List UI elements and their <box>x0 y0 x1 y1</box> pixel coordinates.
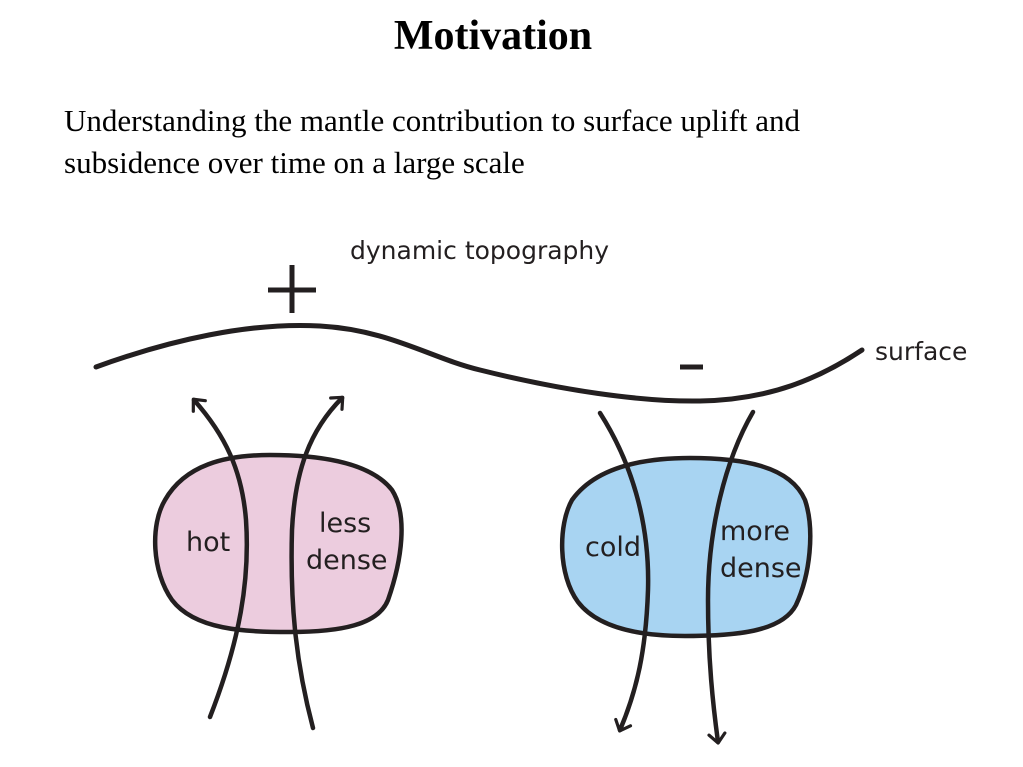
more-label: more <box>720 516 790 547</box>
body-line-1: Understanding the mantle contribution to… <box>64 103 801 138</box>
hot-blob-shape <box>152 452 404 635</box>
hot-upflow-arrow-left <box>191 397 250 720</box>
surface-line <box>93 323 865 404</box>
cold-blob: cold more dense <box>559 409 813 745</box>
body-line-2: subsidence over time on a large scale <box>64 145 525 180</box>
hot-label: hot <box>186 527 230 558</box>
cold-downflow-arrow-left <box>597 410 651 733</box>
uplift-plus-sign: + <box>268 265 316 313</box>
less-label: less <box>319 508 371 539</box>
surface-label: surface <box>875 337 967 366</box>
cold-blob-shape <box>559 455 813 639</box>
dense-label-hot: dense <box>306 545 388 576</box>
subsidence-minus-sign: - <box>680 364 703 370</box>
dynamic-topography-label: dynamic topography <box>350 236 609 265</box>
slide-title: Motivation <box>393 13 593 59</box>
dense-label-cold: dense <box>720 553 802 584</box>
hot-blob: hot less dense <box>152 395 404 731</box>
hot-upflow-arrow-right <box>289 395 345 731</box>
slide-body-text: Understanding the mantle contribution to… <box>64 100 964 184</box>
cold-label: cold <box>585 532 641 563</box>
cold-downflow-arrow-right <box>705 409 756 745</box>
